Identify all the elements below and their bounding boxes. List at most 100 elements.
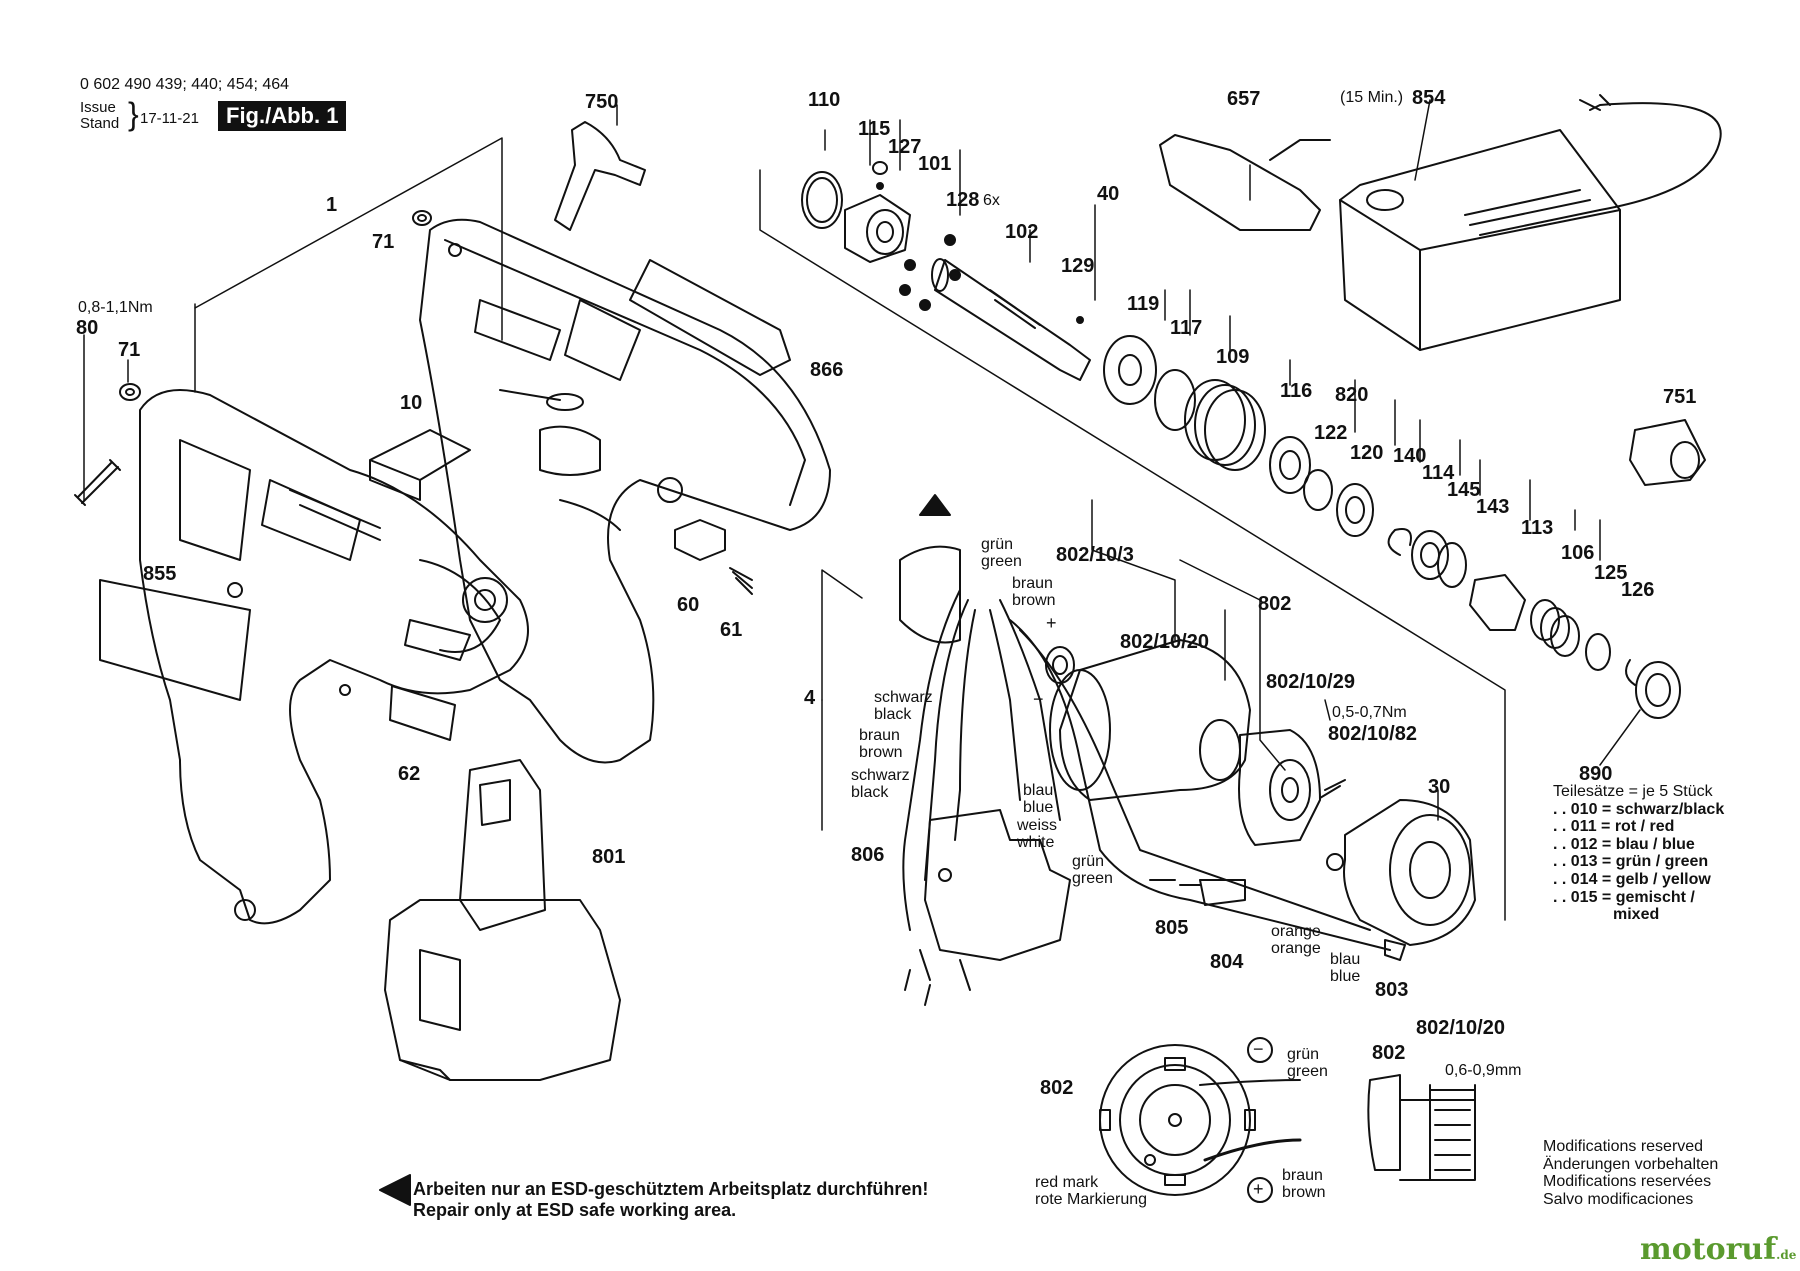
label-part-129: 129 (1061, 255, 1095, 277)
clip-750 (554, 121, 646, 231)
wire-label-schwarz-1: schwarz black (874, 689, 933, 723)
label-part-61: 61 (720, 619, 743, 641)
modifications-note: Modifications reserved Änderungen vorbeh… (1543, 1138, 1719, 1208)
tip-803 (1384, 939, 1406, 961)
motor-end-view (1099, 1044, 1302, 1196)
clip-140 (1387, 528, 1412, 556)
label-part-60: 60 (677, 594, 700, 616)
label-part-805: 805 (1155, 917, 1189, 939)
label-part-820: 820 (1335, 384, 1369, 406)
label-part-80: 80 (76, 317, 99, 339)
label-part-751: 751 (1663, 386, 1697, 408)
key-657 (1159, 134, 1331, 231)
bearing-114 (1411, 530, 1449, 580)
label-part-802-10-3: 802/10/3 (1056, 544, 1134, 566)
clip-126 (1625, 659, 1636, 686)
sleeve-751 (1629, 419, 1706, 486)
label-part-101: 101 (918, 153, 952, 175)
label-part-115: 115 (858, 118, 891, 140)
label-part-106: 106 (1561, 542, 1595, 564)
label-part-802-10-20: 802/10/20 (1120, 631, 1209, 653)
plus-symbol-bottom (1247, 1177, 1273, 1203)
label-part-750: 750 (585, 91, 619, 113)
label-part-30: 30 (1428, 776, 1451, 798)
esd-warning: Arbeiten nur an ESD-geschütztem Arbeitsp… (413, 1179, 929, 1220)
issue-date: 17-11-21 (140, 110, 199, 127)
label-part-140: 140 (1393, 445, 1427, 467)
wire-label-gruen-top: grün green (981, 536, 1022, 570)
issue-stand-label: Issue Stand (80, 99, 120, 132)
spindle-102 (931, 258, 1091, 381)
label-part-117: 117 (1170, 317, 1203, 339)
parts-set-row: mixed (1613, 906, 1660, 924)
label-part-128: 128 (946, 189, 980, 211)
parts-set-row: . . 014 = gelb / yellow (1553, 870, 1711, 888)
wire-label-braun-top: braun brown (1012, 575, 1056, 609)
parts-set-legend: Teilesätze = je 5 Stück . . 010 = schwar… (1553, 783, 1724, 924)
switch-10 (369, 429, 471, 501)
label-part-802-end: 802 (1040, 1077, 1074, 1099)
motor-802 (1045, 639, 1251, 801)
torque-spec-screw: 0,8-1,1Nm (78, 299, 153, 316)
charger-854 (1339, 94, 1722, 351)
thermistor-804 (1199, 879, 1246, 906)
oring-145 (1437, 542, 1467, 588)
parts-set-row: . . 013 = grün / green (1553, 853, 1709, 871)
parts-set-row: . . 012 = blau / blue (1553, 835, 1695, 853)
wire-label-gruen-mid: grün green (1072, 853, 1113, 887)
spring-109 (1184, 379, 1266, 471)
part-62 (389, 685, 456, 741)
washer-890 (1635, 661, 1681, 719)
label-part-122: 122 (1314, 422, 1348, 444)
brace: } (128, 96, 139, 132)
plus-symbol-label: + (1253, 1179, 1264, 1199)
label-part-120: 120 (1350, 442, 1384, 464)
minus-symbol-label: − (1253, 1039, 1264, 1059)
parts-set-row: . . 010 = schwarz/black (1553, 800, 1725, 818)
site-logo[interactable]: motoruf.de (1640, 1232, 1797, 1267)
label-part-806: 806 (851, 844, 885, 866)
gear-120 (1336, 483, 1374, 537)
label-part-802-10-29: 802/10/29 (1266, 671, 1355, 693)
label-part-4: 4 (804, 687, 816, 709)
wire-label-braun-bottom: braun brown (1282, 1167, 1326, 1201)
wire-label-blau-1: blau blue (1023, 782, 1054, 816)
label-part-803: 803 (1375, 979, 1409, 1001)
nut-71b (119, 383, 141, 401)
label-part-657: 657 (1227, 88, 1261, 110)
red-mark-label: red mark rote Markierung (1035, 1174, 1148, 1208)
leader-part-4 (821, 569, 863, 701)
label-part-102: 102 (1005, 221, 1039, 243)
plus-symbol: + (1046, 613, 1057, 633)
wire-label-braun-left: braun brown (859, 727, 903, 761)
wire-label-weiss: weiss white (1017, 817, 1058, 851)
housing-half-right (419, 218, 831, 764)
label-part-119: 119 (1127, 293, 1160, 315)
label-part-71b: 71 (118, 339, 141, 361)
label-part-127: 127 (888, 136, 922, 158)
plate-866 (629, 259, 791, 376)
spring-106 (1530, 599, 1580, 657)
label-part-10: 10 (400, 392, 423, 414)
charger-note: (15 Min.) (1340, 89, 1404, 106)
label-part-110: 110 (808, 89, 841, 111)
parts-set-row: . . 015 = gemischt / (1553, 888, 1695, 906)
ring-116 (1269, 436, 1311, 494)
motor-side-view (1367, 1074, 1476, 1181)
plate-855 (99, 579, 251, 701)
label-part-802: 802 (1258, 593, 1292, 615)
label-part-143: 143 (1476, 496, 1510, 518)
switch-806 (904, 809, 1071, 1006)
figure-title: Fig./Abb. 1 (218, 101, 347, 131)
wire-label-gruen-bottom: grün green (1287, 1046, 1328, 1080)
minus-symbol-bottom (1247, 1037, 1273, 1063)
label-part-113: 113 (1521, 517, 1554, 539)
part-number-list: 0 602 490 439; 440; 454; 464 (80, 76, 290, 93)
label-part-802-10-20-side: 802/10/20 (1416, 1017, 1505, 1039)
gap-spec: 0,6-0,9mm (1445, 1062, 1522, 1079)
motor-plate-802-10-29 (1238, 729, 1321, 846)
label-part-801: 801 (592, 846, 626, 868)
wire-label-schwarz-2: schwarz black (851, 767, 910, 801)
sleeve-143 (1469, 574, 1526, 631)
label-part-802-side: 802 (1372, 1042, 1406, 1064)
